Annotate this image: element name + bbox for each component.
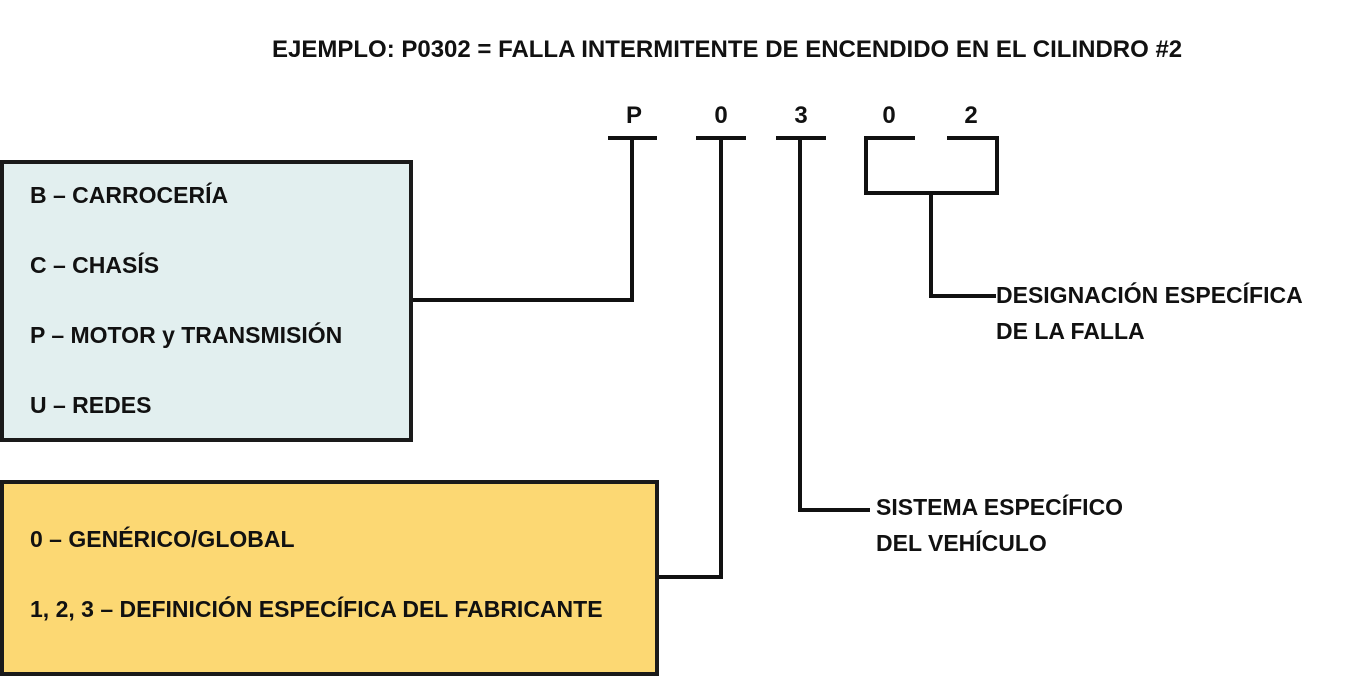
category-item-network: U – REDES xyxy=(30,392,152,418)
connector-category xyxy=(411,138,634,302)
fault-label-line1: DESIGNACIÓN ESPECÍFICA xyxy=(996,282,1303,308)
code-type-box: 0 – GENÉRICO/GLOBAL 1, 2, 3 – DEFINICIÓN… xyxy=(0,480,659,676)
code-type-generic: 0 – GENÉRICO/GLOBAL xyxy=(30,526,295,552)
category-item-body: B – CARROCERÍA xyxy=(30,182,229,208)
system-label: SISTEMA ESPECÍFICO DEL VEHÍCULO xyxy=(876,489,1123,561)
code-type-manufacturer: 1, 2, 3 – DEFINICIÓN ESPECÍFICA DEL FABR… xyxy=(30,596,603,622)
code-char-type: 0 xyxy=(714,102,728,129)
bracket-fault xyxy=(864,138,999,195)
code-char-fault-1: 0 xyxy=(882,102,896,129)
code-char-category: P xyxy=(625,102,642,129)
fault-label: DESIGNACIÓN ESPECÍFICA DE LA FALLA xyxy=(996,277,1303,349)
category-box: B – CARROCERÍA C – CHASÍS P – MOTOR y TR… xyxy=(0,160,413,442)
code-char-system: 3 xyxy=(794,102,808,129)
connector-type xyxy=(657,138,723,579)
fault-label-line2: DE LA FALLA xyxy=(996,318,1145,344)
category-item-powertrain: P – MOTOR y TRANSMISIÓN xyxy=(30,322,343,348)
connector-fault xyxy=(929,191,996,298)
diagram-title: EJEMPLO: P0302 = FALLA INTERMITENTE DE E… xyxy=(272,36,1183,63)
system-label-line1: SISTEMA ESPECÍFICO xyxy=(876,494,1124,520)
connector-system xyxy=(798,138,870,512)
category-item-chassis: C – CHASÍS xyxy=(30,252,160,278)
system-label-line2: DEL VEHÍCULO xyxy=(876,530,1047,556)
code-char-fault-2: 2 xyxy=(964,102,978,129)
